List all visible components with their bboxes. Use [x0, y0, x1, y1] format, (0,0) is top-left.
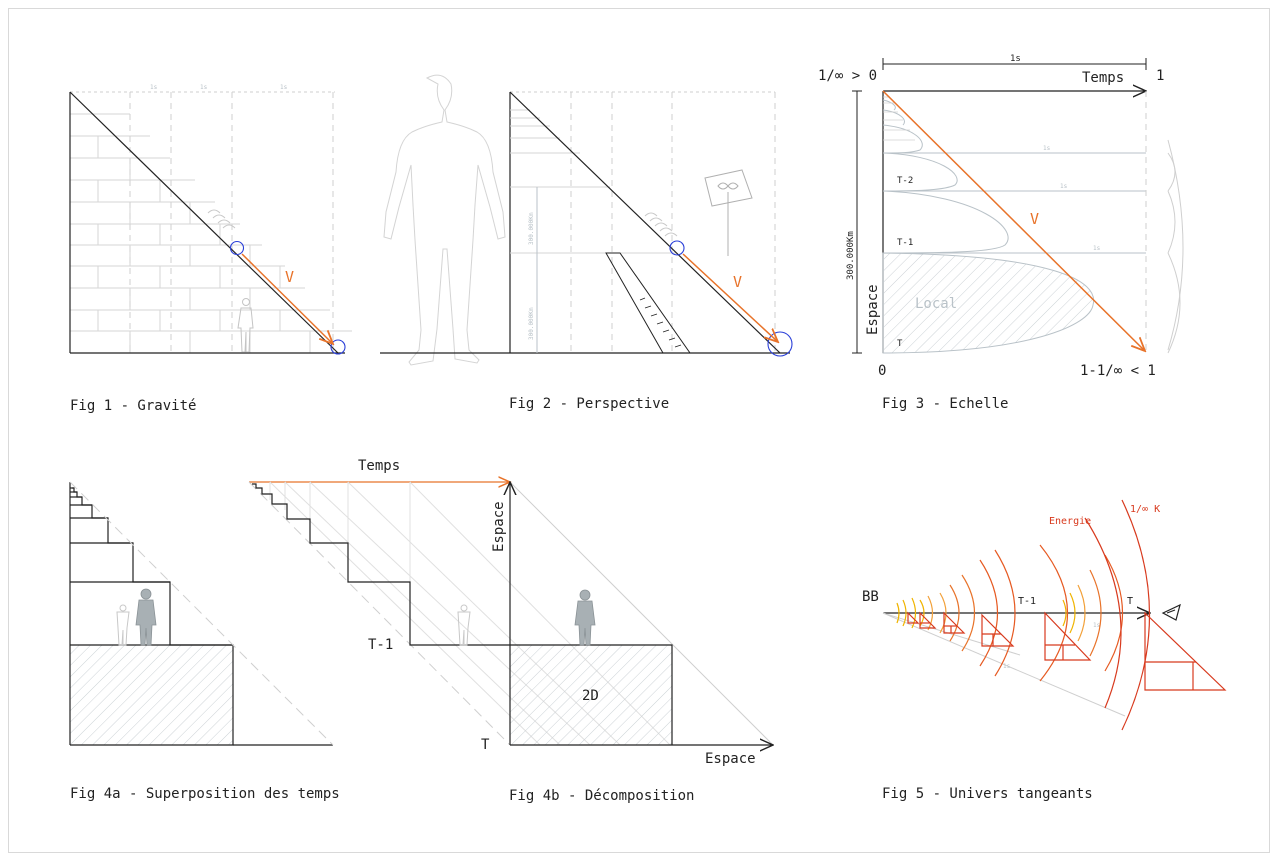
sheet-border	[8, 8, 1270, 853]
fig3-velocity-arrow	[882, 90, 1145, 351]
fig4b-2d-label: 2D	[582, 688, 599, 704]
fig2-infinity-sign-icon	[704, 169, 753, 256]
fig1-start-circle	[229, 240, 245, 256]
fig5-energy-label: Energie	[1049, 516, 1091, 527]
fig5-tick: 1s	[1003, 663, 1011, 670]
fig3-top-hatch	[883, 96, 915, 141]
fig4b-diagram: Temps Espace Espace T-1 T 2D	[248, 458, 774, 767]
fig1-time-gridlines	[70, 91, 335, 353]
fig2-distance-label: 300.000Km	[528, 307, 535, 340]
fig4b-person-icon	[574, 589, 596, 646]
fig5-eye-icon	[1161, 603, 1181, 621]
fig2-floor-lines	[510, 109, 676, 254]
fig3-local-region	[882, 252, 1095, 354]
fig4b-t0-label: T	[481, 737, 490, 753]
fig3-tick: 1s	[1093, 245, 1101, 252]
fig2-human-silhouette	[383, 74, 506, 366]
fig2-end-circle	[767, 331, 793, 357]
fig3-side-arcs	[1167, 139, 1184, 354]
fig3-tick: 1s	[1043, 145, 1051, 152]
fig3-time-rows	[883, 152, 1146, 254]
fig3-row-ticks: 1s 1s 1s	[1043, 145, 1101, 252]
fig2-time-gridlines	[510, 91, 776, 353]
fig1-velocity-label: V	[285, 268, 294, 286]
fig5-caption: Fig 5 - Univers tangeants	[882, 786, 1093, 802]
fig4a-dashed-diagonal	[69, 481, 334, 746]
fig3-caption: Fig 3 - Echelle	[882, 396, 1009, 412]
fig3-span-label: 1s	[1010, 54, 1021, 64]
fig2-ramp	[605, 252, 691, 354]
fig1-caption: Fig 1 - Gravité	[70, 398, 197, 414]
fig1-tick: 1s	[200, 84, 208, 91]
fig3-t0-label: T	[897, 339, 903, 349]
fig3-time-axis-label: Temps	[1082, 70, 1124, 86]
fig1-velocity-arrow	[241, 253, 333, 344]
fig2-ramp-ticks	[639, 297, 682, 348]
fig2-velocity-label: V	[733, 273, 742, 291]
fig3-top-left-label: 1/∞ > 0	[818, 68, 877, 84]
fig2-fall-diagonal	[509, 91, 781, 354]
fig1-person-icon	[237, 298, 254, 353]
fig4b-dashed-diagonal	[248, 481, 511, 746]
fig4b-t1-label: T-1	[368, 637, 393, 653]
fig3-t1-label: T-1	[897, 238, 913, 248]
fig5-t1-label: T-1	[1018, 596, 1036, 607]
fig1-tick: 1s	[280, 84, 288, 91]
fig4a-hatched-block	[70, 645, 233, 745]
fig4b-small-person-icon	[457, 604, 471, 646]
fig5-diagram: BB 1s 1s T-1 T Energie 1/∞ K	[862, 499, 1227, 731]
fig5-wavefronts	[896, 499, 1151, 731]
fig4a-diagram	[69, 481, 334, 746]
fig1-brick-wall	[70, 113, 352, 353]
fig4b-hatched-block	[510, 645, 672, 745]
fig1-tick: 1s	[150, 84, 158, 91]
fig3-distance-label: 300.000Km	[846, 231, 856, 280]
fig1-tick-labels: 1s 1s 1s	[150, 84, 288, 91]
fig5-energy-triangles	[907, 611, 1227, 691]
fig3-local-label: Local	[915, 296, 957, 312]
fig3-space-axis-label: Espace	[865, 284, 881, 335]
fig2-start-circle	[669, 240, 685, 256]
fig3-velocity-label: V	[1030, 210, 1039, 228]
fig5-kelvin-label: 1/∞ K	[1130, 504, 1160, 515]
fig4a-small-person-icon	[116, 604, 130, 646]
fig2-diagram: 300.000Km 300.000Km V	[380, 74, 793, 366]
fig4a-caption: Fig 4a - Superposition des temps	[70, 786, 340, 802]
fig5-t0-label: T	[1127, 596, 1133, 607]
fig3-diagram: 1s 1/∞ > 0 1 Temps 300.000Km Espace 1s 1…	[818, 54, 1184, 379]
fig1-end-circle	[330, 339, 346, 355]
fig2-velocity-arrow	[682, 253, 778, 342]
fig4b-space-label-vertical: Espace	[491, 501, 507, 552]
fig5-light-cone	[882, 612, 1126, 717]
fig4b-stair-outline	[252, 483, 673, 745]
fig4a-stair-outline	[69, 482, 234, 746]
fig5-bb-label: BB	[862, 589, 879, 605]
fig3-top-right-label: 1	[1156, 68, 1164, 84]
fig2-distance-label: 300.000Km	[528, 212, 535, 245]
fig3-t2-label: T-2	[897, 176, 913, 186]
fig1-diagram: 1s 1s 1s V	[69, 84, 352, 355]
fig2-motion-trail	[644, 212, 678, 237]
fig4b-caption: Fig 4b - Décomposition	[509, 788, 695, 804]
fig1-fall-diagonal	[69, 91, 339, 354]
fig3-origin-label: 0	[878, 363, 886, 379]
fig4b-right-diagonal	[509, 481, 774, 746]
fig4b-space-label-horizontal: Espace	[705, 751, 756, 767]
fig3-bottom-right-label: 1-1/∞ < 1	[1080, 363, 1156, 379]
fig5-tick: 1s	[1093, 622, 1101, 629]
fig2-caption: Fig 2 - Perspective	[509, 396, 670, 412]
fig3-tick: 1s	[1060, 183, 1068, 190]
fig1-motion-trail	[207, 209, 236, 229]
fig4b-time-label: Temps	[358, 458, 400, 474]
fig4a-person-icon	[135, 588, 157, 646]
